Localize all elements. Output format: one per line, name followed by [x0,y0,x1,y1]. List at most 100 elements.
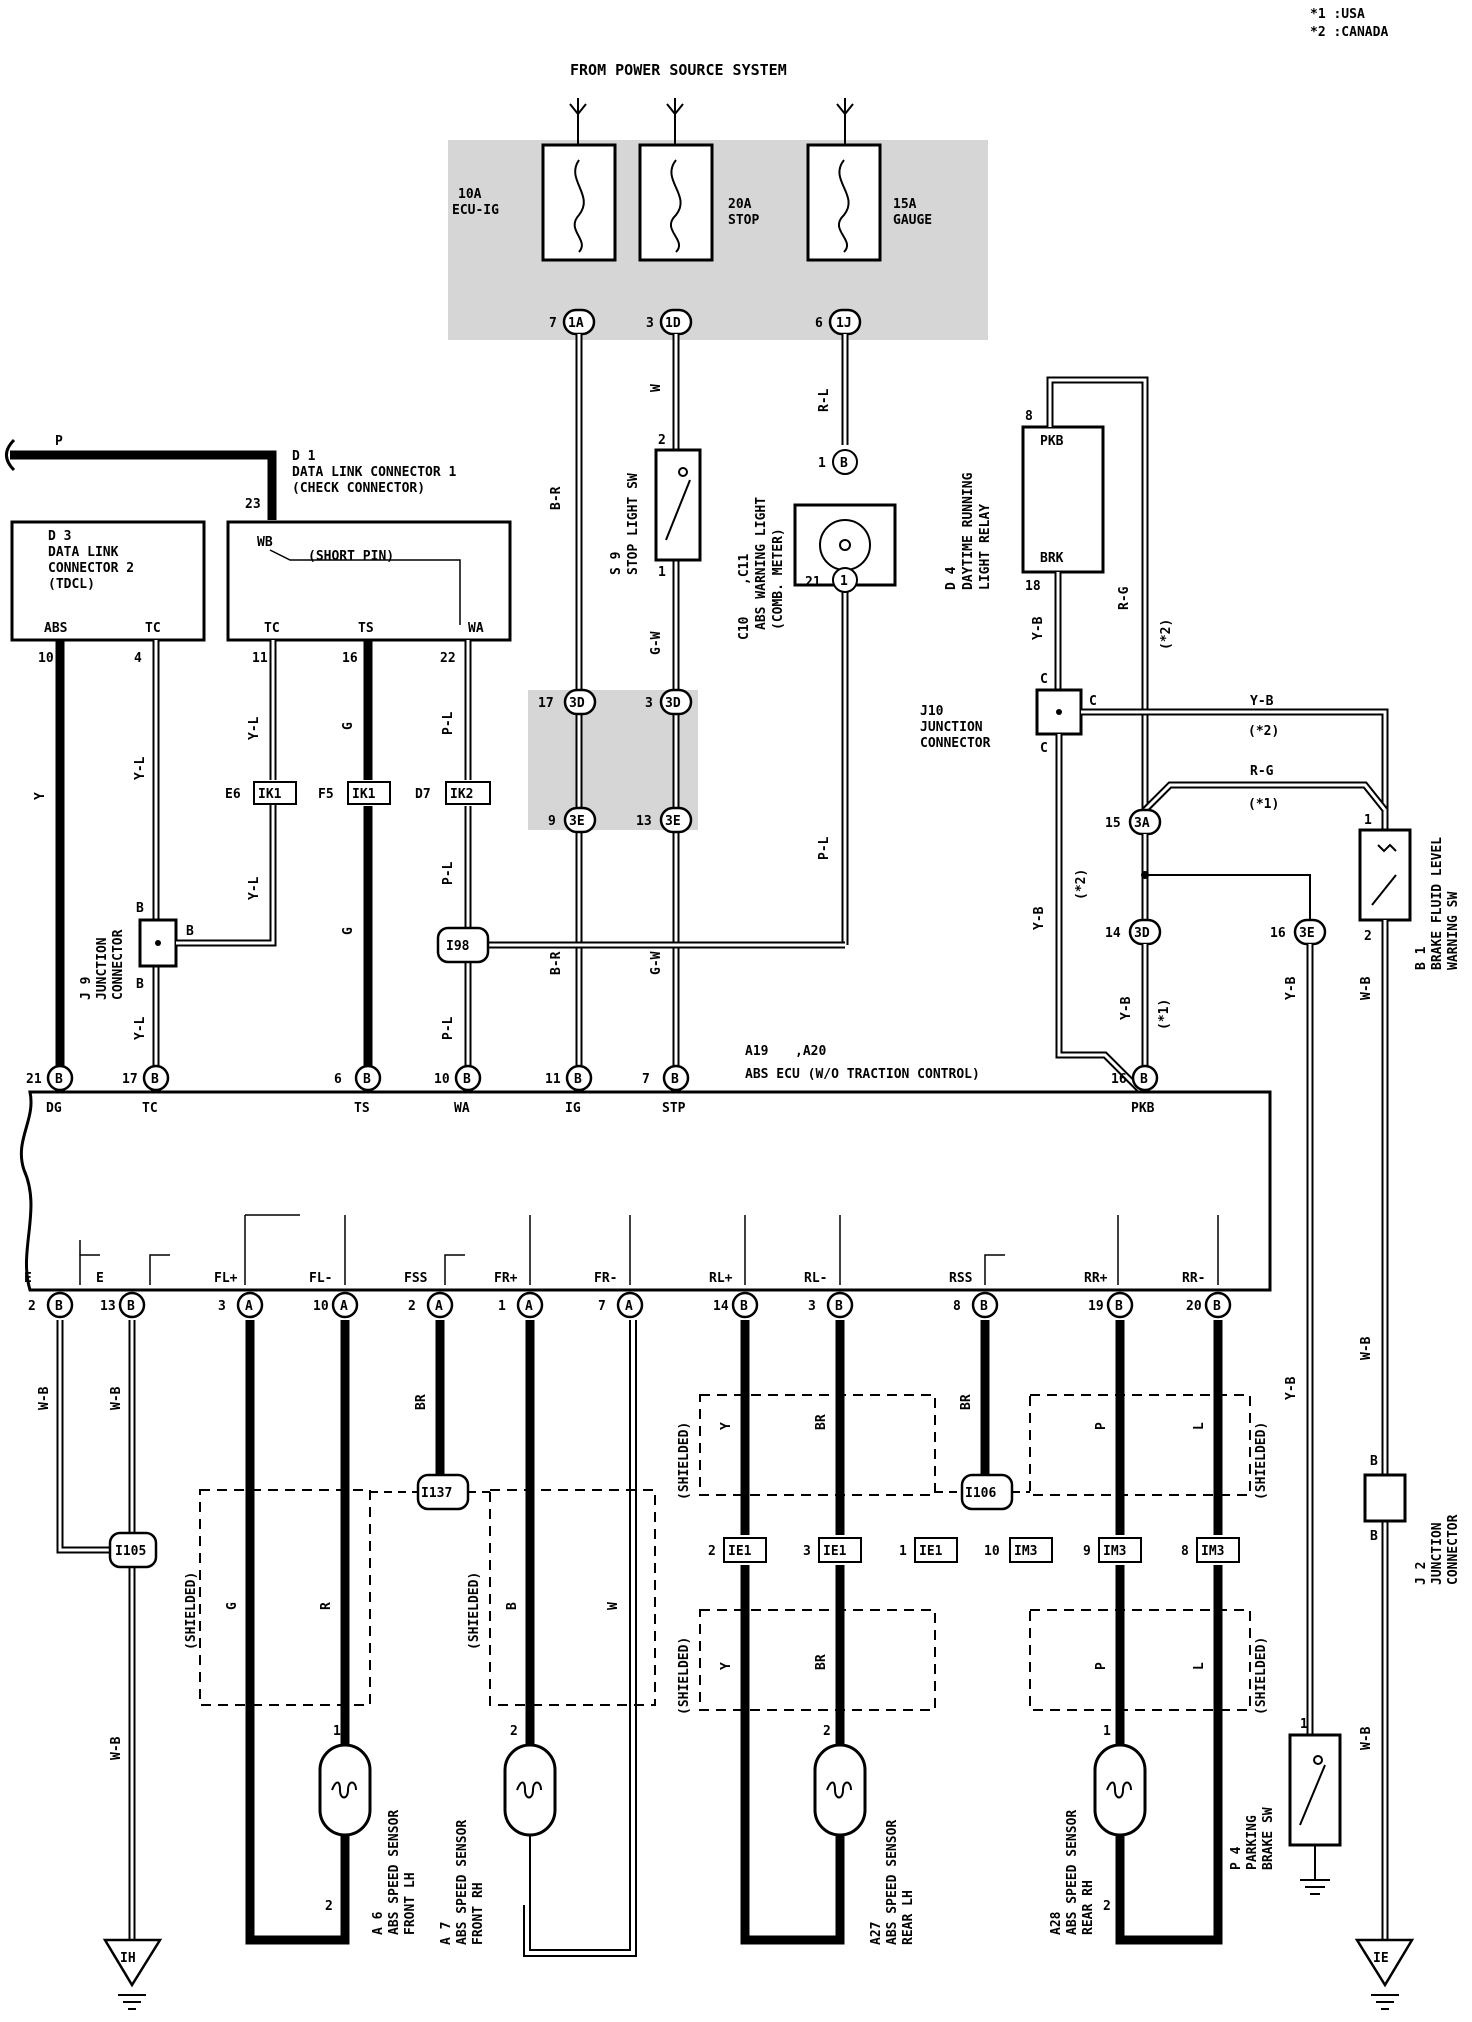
svg-text:IM3: IM3 [1103,1544,1126,1559]
svg-text:BR: BR [414,1394,429,1410]
svg-text:2: 2 [1103,1899,1111,1914]
svg-text:W-B: W-B [1359,1726,1374,1750]
ecu-top-pin-label: DG [46,1101,62,1116]
svg-text:3D: 3D [569,696,585,711]
svg-text:Y-B: Y-B [1284,976,1299,1000]
svg-text:3D: 3D [665,696,681,711]
svg-text:D 1: D 1 [292,449,316,464]
svg-text:B-R: B-R [549,486,564,510]
svg-text:A28: A28 [1049,1911,1064,1935]
ecu-bottom-pin-label: FR+ [494,1271,518,1286]
svg-text:J10: J10 [920,704,944,719]
svg-text:STOP LIGHT SW: STOP LIGHT SW [626,473,641,575]
ecu-top-pin-number: 16 [1111,1072,1127,1087]
svg-text:B: B [840,456,848,471]
ecu-bottom-pin [331,1291,359,1319]
svg-text:16: 16 [342,651,358,666]
ecu-bottom-pin [971,1291,999,1319]
svg-text:BRAKE SW: BRAKE SW [1261,1807,1276,1870]
svg-text:W-B: W-B [109,1736,124,1760]
svg-text:ABS SPEED SENSOR: ABS SPEED SENSOR [455,1820,470,1945]
ecu-bottom-pins: B2EB13EA3FL+A10FL-A2FSSA1FR+A7FR-B14RL+B… [24,1271,1232,1319]
svg-text:FRONT LH: FRONT LH [403,1872,418,1935]
ecu-bottom-pin-connector: A [625,1299,633,1314]
svg-text:,C11: ,C11 [737,554,752,585]
svg-text:ABS WARNING LIGHT: ABS WARNING LIGHT [754,497,769,630]
svg-text:(COMB. METER): (COMB. METER) [771,528,786,630]
svg-text:(SHIELDED): (SHIELDED) [184,1572,199,1650]
ecu-top-pin-number: 17 [122,1072,138,1087]
ecu-top-pin [354,1064,382,1092]
svg-text:1: 1 [840,574,848,589]
ecu-bottom-pin [826,1291,854,1319]
ecu-top-pin [46,1064,74,1092]
svg-text:IK1: IK1 [352,787,376,802]
svg-text:L: L [1192,1422,1207,1430]
svg-text:ABS SPEED SENSOR: ABS SPEED SENSOR [885,1820,900,1945]
svg-text:Y-B: Y-B [1031,616,1046,640]
svg-text:DATA LINK CONNECTOR 1: DATA LINK CONNECTOR 1 [292,465,457,480]
svg-text:BR: BR [814,1654,829,1670]
svg-text:(CHECK CONNECTOR): (CHECK CONNECTOR) [292,481,425,496]
svg-text:1J: 1J [836,316,852,331]
ecu-bottom-pin-number: 2 [408,1299,416,1314]
stop-light-switch: 2 1 S 9 STOP LIGHT SW [609,433,702,580]
data-link-connector-2: D 3 DATA LINK CONNECTOR 2 (TDCL) ABS TC … [10,520,206,666]
svg-text:P 4: P 4 [1229,1846,1244,1870]
svg-text:J 2: J 2 [1414,1562,1429,1585]
svg-text:WB: WB [257,535,273,550]
ecu-bottom-pin [118,1291,146,1319]
ecu-top-pin-connector: B [363,1072,371,1087]
svg-text:G-W: G-W [649,631,664,655]
ecu-bottom-pin-number: 3 [808,1299,816,1314]
ecu-top-pin-number: 10 [434,1072,450,1087]
svg-text:1: 1 [1364,813,1372,828]
svg-text:Y: Y [33,792,48,800]
ecu-bottom-pin-connector: B [740,1299,748,1314]
svg-text:PKB: PKB [1040,434,1064,449]
svg-text:REAR RH: REAR RH [1081,1880,1096,1935]
fuse-20a: 20A STOP [638,143,759,262]
fuse-10a-name: ECU-IG [452,203,499,218]
svg-text:8: 8 [1181,1544,1189,1559]
svg-text:I105: I105 [115,1544,146,1559]
ecu-top-pin-label: IG [565,1101,581,1116]
svg-text:BR: BR [814,1414,829,1430]
svg-text:B: B [186,924,194,939]
svg-text:(*2): (*2) [1074,869,1089,900]
svg-text:2: 2 [510,1724,518,1739]
svg-text:I98: I98 [446,939,470,954]
svg-text:W-B: W-B [37,1386,52,1410]
ecu-top-pin-number: 6 [334,1072,342,1087]
svg-text:DATA LINK: DATA LINK [48,545,119,560]
ecu-top-pin-connector: B [55,1072,63,1087]
parking-brake-switch: 1 P 4 PARKING BRAKE SW [1229,1717,1342,1895]
ecu-bottom-pin [1204,1291,1232,1319]
svg-text:IE1: IE1 [919,1544,943,1559]
svg-text:10: 10 [984,1544,1000,1559]
wire-p: P [5,434,277,520]
svg-text:Y-L: Y-L [133,1016,148,1040]
ecu-bottom-pin-connector: B [835,1299,843,1314]
abs-warning-light: B 1 1 21 C10 ,C11 ABS WARNING LIGHT (COM… [737,449,897,640]
svg-text:CONNECTOR 2: CONNECTOR 2 [48,561,134,576]
wire-g: G G 16 IK1 F5 [318,640,391,1070]
svg-text:P-L: P-L [441,711,456,735]
svg-text:W-B: W-B [1359,976,1374,1000]
ecu-bottom-pin-label: RL+ [709,1271,733,1286]
svg-text:1: 1 [1103,1724,1111,1739]
svg-text:CONNECTOR: CONNECTOR [111,929,126,1000]
svg-text:2: 2 [325,1899,333,1914]
legend-canada: *2 :CANADA [1310,25,1388,40]
svg-text:B: B [1370,1454,1378,1469]
svg-text:B 1: B 1 [1414,946,1429,970]
wire-gauge: R-L P-L [440,334,849,949]
svg-text:IK2: IK2 [450,787,473,802]
svg-text:18: 18 [1025,579,1041,594]
fuse-box-area [448,140,988,340]
svg-text:TS: TS [358,621,374,636]
svg-text:P-L: P-L [817,836,832,860]
svg-text:WA: WA [468,621,484,636]
svg-text:IM3: IM3 [1014,1544,1037,1559]
data-link-connector-1: D 1 DATA LINK CONNECTOR 1 (CHECK CONNECT… [226,449,512,642]
